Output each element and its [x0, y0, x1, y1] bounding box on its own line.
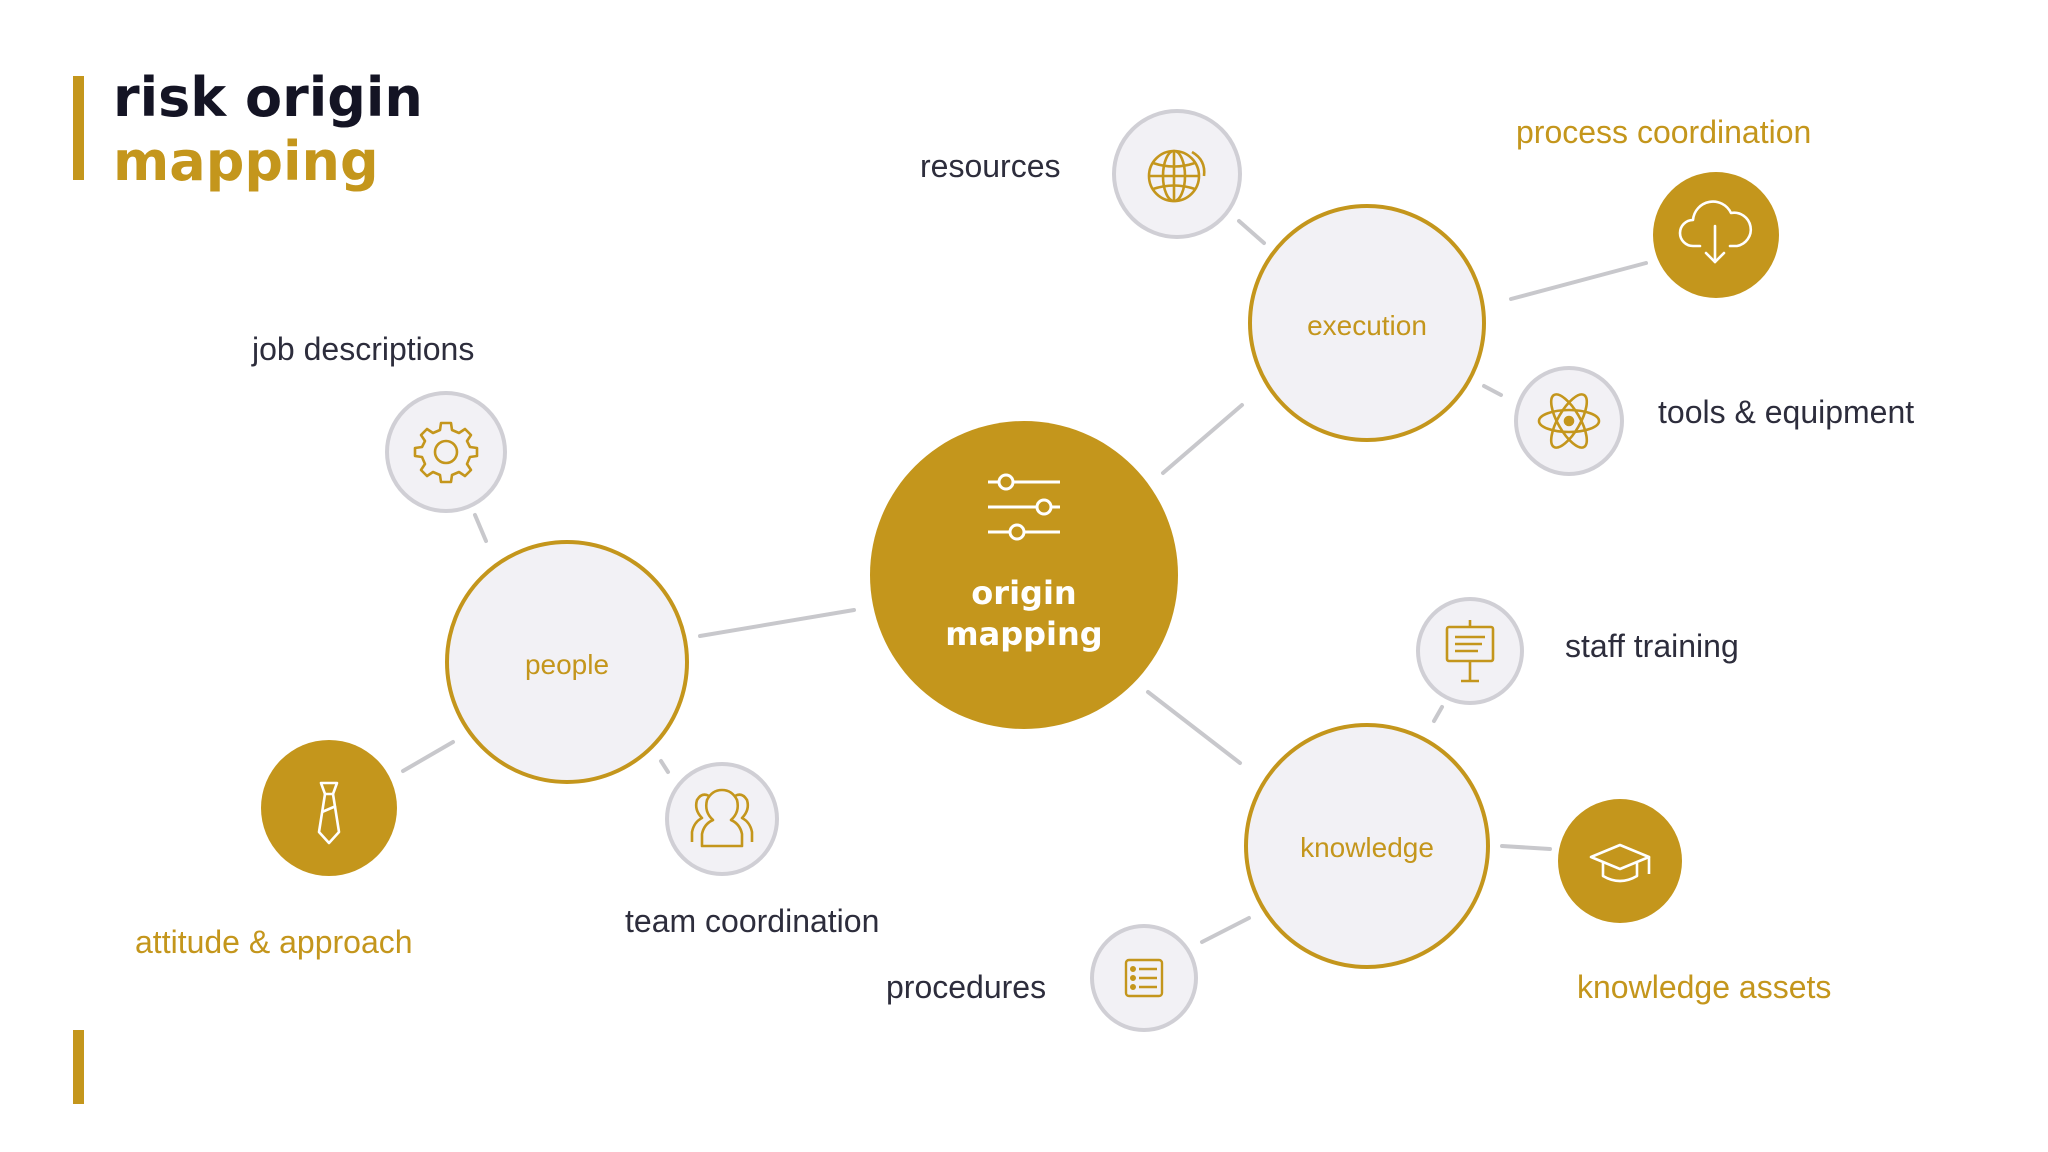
label-team-coordination: team coordination: [625, 903, 880, 939]
globe-icon: [1147, 149, 1206, 203]
leaf-process-coordination[interactable]: [1653, 172, 1779, 298]
connector-people-attitude: [401, 740, 455, 773]
connector-knowledge-assets: [1500, 844, 1552, 851]
connector-center-knowledge: [1146, 690, 1242, 765]
title-line-1: risk origin: [113, 66, 423, 129]
leaf-resources[interactable]: [1112, 109, 1242, 239]
hub-people-label: people: [524, 649, 610, 680]
hub-knowledge[interactable]: [1244, 723, 1490, 969]
connector-people-jobdesc: [473, 513, 488, 543]
leaf-attitude-approach[interactable]: [261, 740, 397, 876]
checklist-icon: [1124, 958, 1164, 998]
leaf-staff-training[interactable]: [1416, 597, 1524, 705]
connector-knowledge-staff: [1432, 705, 1444, 723]
leaf-knowledge-assets[interactable]: [1558, 799, 1682, 923]
connectors: [401, 219, 1648, 944]
accent-bar-bottom: [73, 1030, 84, 1104]
hub-people[interactable]: [445, 540, 689, 784]
label-tools-equipment: tools & equipment: [1658, 394, 1915, 430]
title-line-2: mapping: [113, 130, 379, 193]
label-process-coordination: process coordination: [1516, 114, 1812, 150]
cloud-download-icon: [1678, 200, 1753, 264]
label-attitude-approach: attitude & approach: [135, 924, 413, 960]
label-staff-training: staff training: [1565, 628, 1739, 664]
label-procedures: procedures: [886, 969, 1047, 1005]
hub-knowledge-label: knowledge: [1300, 832, 1434, 863]
atom-icon: [1537, 393, 1601, 449]
team-icon: [690, 788, 754, 848]
label-job-descriptions: job descriptions: [252, 331, 475, 367]
center-node-label: origin mapping: [945, 573, 1102, 655]
leaf-team-coordination[interactable]: [665, 762, 779, 876]
connector-knowledge-procedures: [1200, 916, 1251, 944]
connector-center-execution: [1161, 403, 1244, 475]
presentation-board-icon: [1445, 620, 1495, 683]
graduation-cap-icon: [1589, 843, 1651, 883]
leaf-job-descriptions[interactable]: [385, 391, 507, 513]
gear-icon: [413, 421, 479, 484]
tie-icon: [317, 781, 341, 845]
sliders-icon: [988, 473, 1060, 541]
hub-execution[interactable]: [1248, 204, 1486, 442]
center-node[interactable]: [870, 421, 1178, 729]
leaf-procedures[interactable]: [1090, 924, 1198, 1032]
label-resources: resources: [920, 148, 1061, 184]
connector-center-people: [698, 608, 856, 638]
center-line-1: origin: [971, 574, 1077, 612]
label-knowledge-assets: knowledge assets: [1577, 969, 1832, 1005]
leaf-tools-equipment[interactable]: [1514, 366, 1624, 476]
center-line-2: mapping: [945, 615, 1103, 653]
page-title: risk origin mapping: [113, 66, 423, 194]
connector-people-team: [659, 759, 670, 774]
connector-exec-tools: [1482, 384, 1503, 397]
connector-exec-process: [1509, 261, 1648, 301]
hub-execution-label: execution: [1307, 310, 1427, 341]
accent-bar-top: [73, 76, 84, 180]
connector-exec-resources: [1237, 219, 1266, 245]
